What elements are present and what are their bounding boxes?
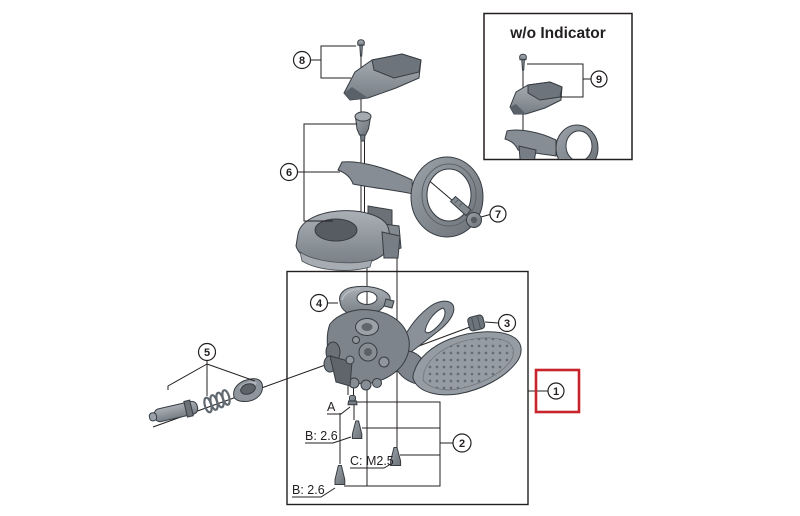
- label-screw-a: A: [327, 400, 336, 414]
- callout-9-bracket: [527, 63, 584, 98]
- part-8-group: 8: [292, 39, 422, 101]
- label-screw-b-lower: B: 2.6: [292, 483, 325, 497]
- callout-5-bracket-right: [206, 363, 256, 382]
- label-screw-b-upper: B: 2.6: [305, 429, 338, 443]
- callout-2-number: 2: [459, 438, 465, 450]
- indicator-cover-9: [509, 81, 563, 115]
- callout-4: 4: [309, 293, 329, 313]
- screw-8: [357, 39, 365, 57]
- callout-5-circle: [197, 342, 217, 362]
- callout-2-bracket-outer: [344, 401, 441, 487]
- main-assembly-border: [286, 270, 529, 506]
- callout-8-bracket: [320, 45, 356, 79]
- callout-9-number: 9: [596, 74, 602, 86]
- screw-b-lower: [334, 465, 346, 485]
- label-a-leader: [327, 406, 351, 415]
- callout-4-circle: [309, 293, 329, 313]
- callout-3-circle: [497, 313, 517, 333]
- screw-b-upper: [351, 420, 363, 439]
- part-3-group: 3: [467, 313, 517, 333]
- callout-7-number: 7: [495, 209, 501, 221]
- shifter-body: [323, 300, 522, 396]
- callout-9-circle: [590, 70, 608, 88]
- label-b-lower-leader: [292, 487, 336, 498]
- cable-guide: [233, 378, 264, 403]
- part-1-group: 1: [528, 368, 581, 414]
- gear-unit: [323, 309, 410, 391]
- label-b-upper-leader: [305, 436, 352, 444]
- part-4-group: 4: [309, 285, 395, 316]
- callout-8-circle: [292, 50, 312, 70]
- screw-9: [519, 53, 527, 71]
- callout-3-number: 3: [504, 318, 510, 330]
- callout-7: 7: [489, 205, 507, 223]
- screw-c: [390, 447, 402, 466]
- callout-3: 3: [497, 313, 517, 333]
- callout-1-number: 1: [553, 386, 559, 398]
- indicator-cover-8: [343, 53, 422, 101]
- callout-4-number: 4: [316, 298, 323, 310]
- spring: [203, 389, 231, 414]
- inset-border: [483, 12, 633, 161]
- callout-6-number: 6: [286, 167, 292, 179]
- inset-title: w/o Indicator: [509, 25, 606, 42]
- callout-5: 5: [197, 342, 217, 362]
- case-6: [295, 210, 401, 271]
- callout-5-number: 5: [204, 347, 210, 359]
- callout-2: 2: [452, 433, 472, 453]
- callout-8-number: 8: [299, 55, 305, 67]
- clamp-bolt-7: [449, 195, 482, 228]
- part-2-group: A B: 2.6 C: M2.5 B: 2.6 2: [292, 395, 472, 498]
- clamp-partial-9: [504, 124, 599, 159]
- part-7-group: 7: [449, 195, 507, 228]
- callout-8: 8: [292, 50, 312, 70]
- callout-1-circle: [547, 382, 565, 400]
- part1-highlight-box: [534, 368, 581, 414]
- paddle-grip-texture: [422, 337, 514, 391]
- callout-6-circle: [279, 162, 299, 182]
- end-cap-3: [467, 314, 486, 332]
- callout-6: 6: [279, 162, 299, 182]
- label-c-leader: [350, 464, 391, 469]
- callout-9: 9: [590, 70, 608, 88]
- barrel-adjuster: [148, 399, 199, 423]
- inset-without-indicator: w/o Indicator 9: [483, 12, 633, 161]
- label-screw-c: C: M2.5: [350, 454, 394, 468]
- clamp-bolt-6: [354, 111, 372, 142]
- callout-2-circle: [452, 433, 472, 453]
- callout-5-bracket-left: [167, 360, 208, 390]
- callout-1: 1: [547, 382, 565, 400]
- callout-3-connector: [484, 321, 499, 324]
- callout-7-circle: [489, 205, 507, 223]
- part-5-group: 5: [148, 342, 264, 423]
- callout-7-connector: [480, 214, 491, 218]
- screw-a: [347, 395, 358, 406]
- part-6-group: 6: [279, 111, 484, 271]
